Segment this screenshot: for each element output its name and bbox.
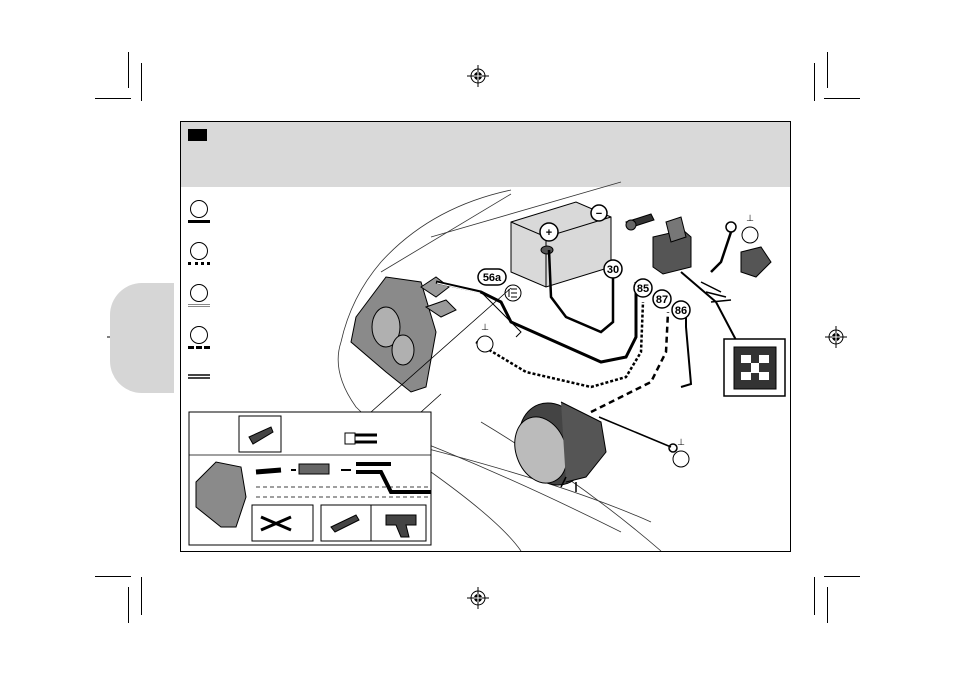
battery-minus-symbol: − [596, 208, 602, 220]
screw-icon [626, 214, 654, 230]
registration-mark-right-icon [825, 326, 847, 348]
crop-mark-br-h [824, 576, 860, 577]
headlight-assembly-icon [351, 277, 456, 392]
terminal-30: 30 [604, 260, 622, 278]
crop-mark-bl-v [128, 587, 129, 623]
crop-mark-tl-v2 [141, 63, 142, 101]
crop-mark-tl-v [128, 52, 129, 88]
terminal-86: 86 [672, 301, 690, 319]
svg-text:86: 86 [675, 305, 687, 317]
relay-icon [653, 217, 691, 274]
terminal-87: 87 [653, 290, 671, 308]
fog-ground-ring [669, 444, 677, 452]
registration-mark-bottom-icon [467, 587, 489, 609]
ground-symbol-right: ⊥ [677, 437, 685, 447]
ground-symbol-top: ⊥ [746, 213, 754, 223]
ground-circle-right [673, 451, 689, 467]
ground-symbol-left: ⊥ [481, 322, 489, 332]
svg-text:56a: 56a [483, 272, 502, 284]
terminal-56a: 56a [478, 269, 506, 285]
crop-mark-tr-h [824, 98, 860, 99]
side-tab [110, 283, 174, 393]
crop-mark-tr-v2 [814, 63, 815, 101]
relay-socket-box-icon [724, 339, 785, 396]
battery-plus-symbol: + [546, 227, 552, 239]
detail-inset [189, 288, 511, 545]
terminal-85: 85 [634, 279, 652, 297]
crop-mark-br-v [827, 587, 828, 623]
svg-text:85: 85 [637, 283, 649, 295]
crop-mark-br-v2 [814, 577, 815, 615]
ground-connector-icon [711, 222, 771, 277]
crop-mark-tl-h [95, 98, 131, 99]
svg-text:87: 87 [656, 294, 668, 306]
registration-mark-top-icon [467, 65, 489, 87]
crop-mark-bl-v2 [141, 577, 142, 615]
ground-circle-top [742, 227, 758, 243]
ground-circle-left [477, 336, 493, 352]
wiring-diagram: + − ⊥ [181, 122, 790, 551]
crop-mark-bl-h [95, 576, 131, 577]
crop-mark-tr-v [827, 52, 828, 88]
fog-light-icon [506, 393, 606, 495]
diagram-frame: + − ⊥ [180, 121, 791, 552]
butt-connector-icon [299, 464, 329, 474]
svg-text:30: 30 [607, 264, 619, 276]
